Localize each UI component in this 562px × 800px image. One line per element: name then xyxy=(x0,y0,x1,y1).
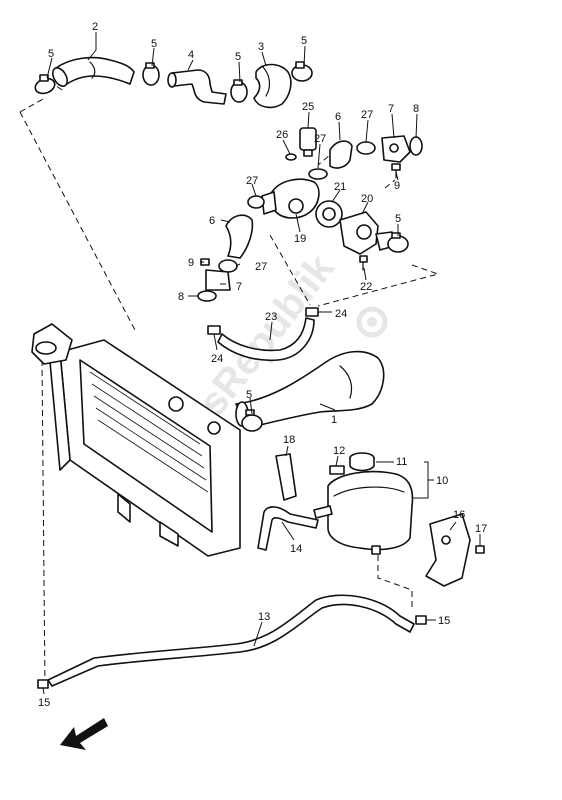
clamp-part-27 xyxy=(308,168,328,180)
callout-8: 8 xyxy=(178,291,184,303)
clamp-part-27 xyxy=(356,141,376,155)
callout-22: 22 xyxy=(360,281,372,293)
clamp-part-24 xyxy=(207,325,221,335)
hose-clamp-part-5 xyxy=(291,61,313,82)
callout-9: 9 xyxy=(394,180,400,192)
callout-10: 10 xyxy=(436,475,448,487)
bracket-part-16 xyxy=(425,513,471,587)
callout-27: 27 xyxy=(255,261,267,273)
sensor-part-25 xyxy=(299,127,317,157)
callout-5: 5 xyxy=(301,35,307,47)
callout-5: 5 xyxy=(151,38,157,50)
watermark-gear-icon xyxy=(356,306,388,338)
callout-5: 5 xyxy=(246,389,252,401)
callout-23: 23 xyxy=(265,311,277,323)
bolt-part-9-upper xyxy=(391,163,401,179)
thermostat-housing-part-19 xyxy=(261,178,320,219)
callout-5: 5 xyxy=(395,213,401,225)
callout-27: 27 xyxy=(361,109,373,121)
front-direction-arrow-icon xyxy=(60,718,108,750)
callout-4: 4 xyxy=(188,49,194,61)
callout-13: 13 xyxy=(258,611,270,623)
callout-27: 27 xyxy=(314,133,326,145)
hose-part-6-upper xyxy=(329,140,353,169)
hose-clamp-part-5 xyxy=(387,232,409,253)
housing-part-7-lower xyxy=(205,269,231,291)
clamp-part-15 xyxy=(37,679,49,689)
callout-14: 14 xyxy=(290,543,302,555)
callout-5: 5 xyxy=(235,51,241,63)
washer-part-26 xyxy=(285,153,297,161)
reservoir-tank-part-10 xyxy=(313,470,414,555)
callout-24: 24 xyxy=(211,353,223,365)
callout-8: 8 xyxy=(413,103,419,115)
hose-clamp-part-5 xyxy=(230,79,248,103)
callout-2: 2 xyxy=(92,21,98,33)
callout-26: 26 xyxy=(276,129,288,141)
bolt-part-12 xyxy=(329,465,345,475)
hose-part-6-lower xyxy=(225,214,254,259)
callout-17: 17 xyxy=(475,523,487,535)
callout-3: 3 xyxy=(258,41,264,53)
clamp-part-27 xyxy=(218,259,238,273)
bolt-part-17 xyxy=(475,545,485,554)
clamp-part-15 xyxy=(415,615,427,625)
callout-15: 15 xyxy=(38,697,50,709)
housing-part-7-upper xyxy=(381,135,411,163)
callout-12: 12 xyxy=(333,445,345,457)
radiator xyxy=(31,323,241,557)
callout-15: 15 xyxy=(438,615,450,627)
overflow-hose-part-13 xyxy=(47,594,415,687)
leader-lines xyxy=(42,32,481,695)
callout-21: 21 xyxy=(334,181,346,193)
callout-7: 7 xyxy=(236,281,242,293)
clamp-part-27 xyxy=(247,195,265,209)
callout-27: 27 xyxy=(246,175,258,187)
hose-part-14 xyxy=(257,506,319,551)
hose-clamp-part-5 xyxy=(142,62,160,86)
callout-labels: 2 5 5 4 5 3 5 25 26 6 27 7 8 27 9 27 21 … xyxy=(38,21,487,709)
callout-7: 7 xyxy=(388,103,394,115)
thermostat-cover-part-20 xyxy=(339,211,395,255)
callout-11: 11 xyxy=(396,456,407,468)
callout-25: 25 xyxy=(302,101,314,113)
o-ring-part-8-upper xyxy=(409,136,423,156)
bracket-part-18 xyxy=(275,453,297,501)
hose-part-3 xyxy=(253,63,292,109)
callout-24: 24 xyxy=(335,308,347,320)
bolt-part-22 xyxy=(359,255,368,271)
hose-clamp-part-5 xyxy=(241,409,263,432)
callout-18: 18 xyxy=(283,434,295,446)
o-ring-part-8-lower xyxy=(197,290,217,302)
callout-6: 6 xyxy=(335,111,341,123)
thermostat-part-21 xyxy=(315,200,343,228)
callout-16: 16 xyxy=(453,509,465,521)
callout-5: 5 xyxy=(48,48,54,60)
callout-1: 1 xyxy=(331,414,337,426)
clamp-part-24 xyxy=(305,307,319,317)
hose-part-23 xyxy=(217,317,315,362)
callout-6: 6 xyxy=(209,215,215,227)
water-pipe-part-4 xyxy=(167,69,227,105)
callout-19: 19 xyxy=(294,233,306,245)
callout-20: 20 xyxy=(361,193,373,205)
cap-part-11 xyxy=(349,452,375,472)
upper-hose-part-2 xyxy=(51,56,135,87)
hose-clamp-part-5 xyxy=(34,74,56,95)
callout-9: 9 xyxy=(188,257,194,269)
